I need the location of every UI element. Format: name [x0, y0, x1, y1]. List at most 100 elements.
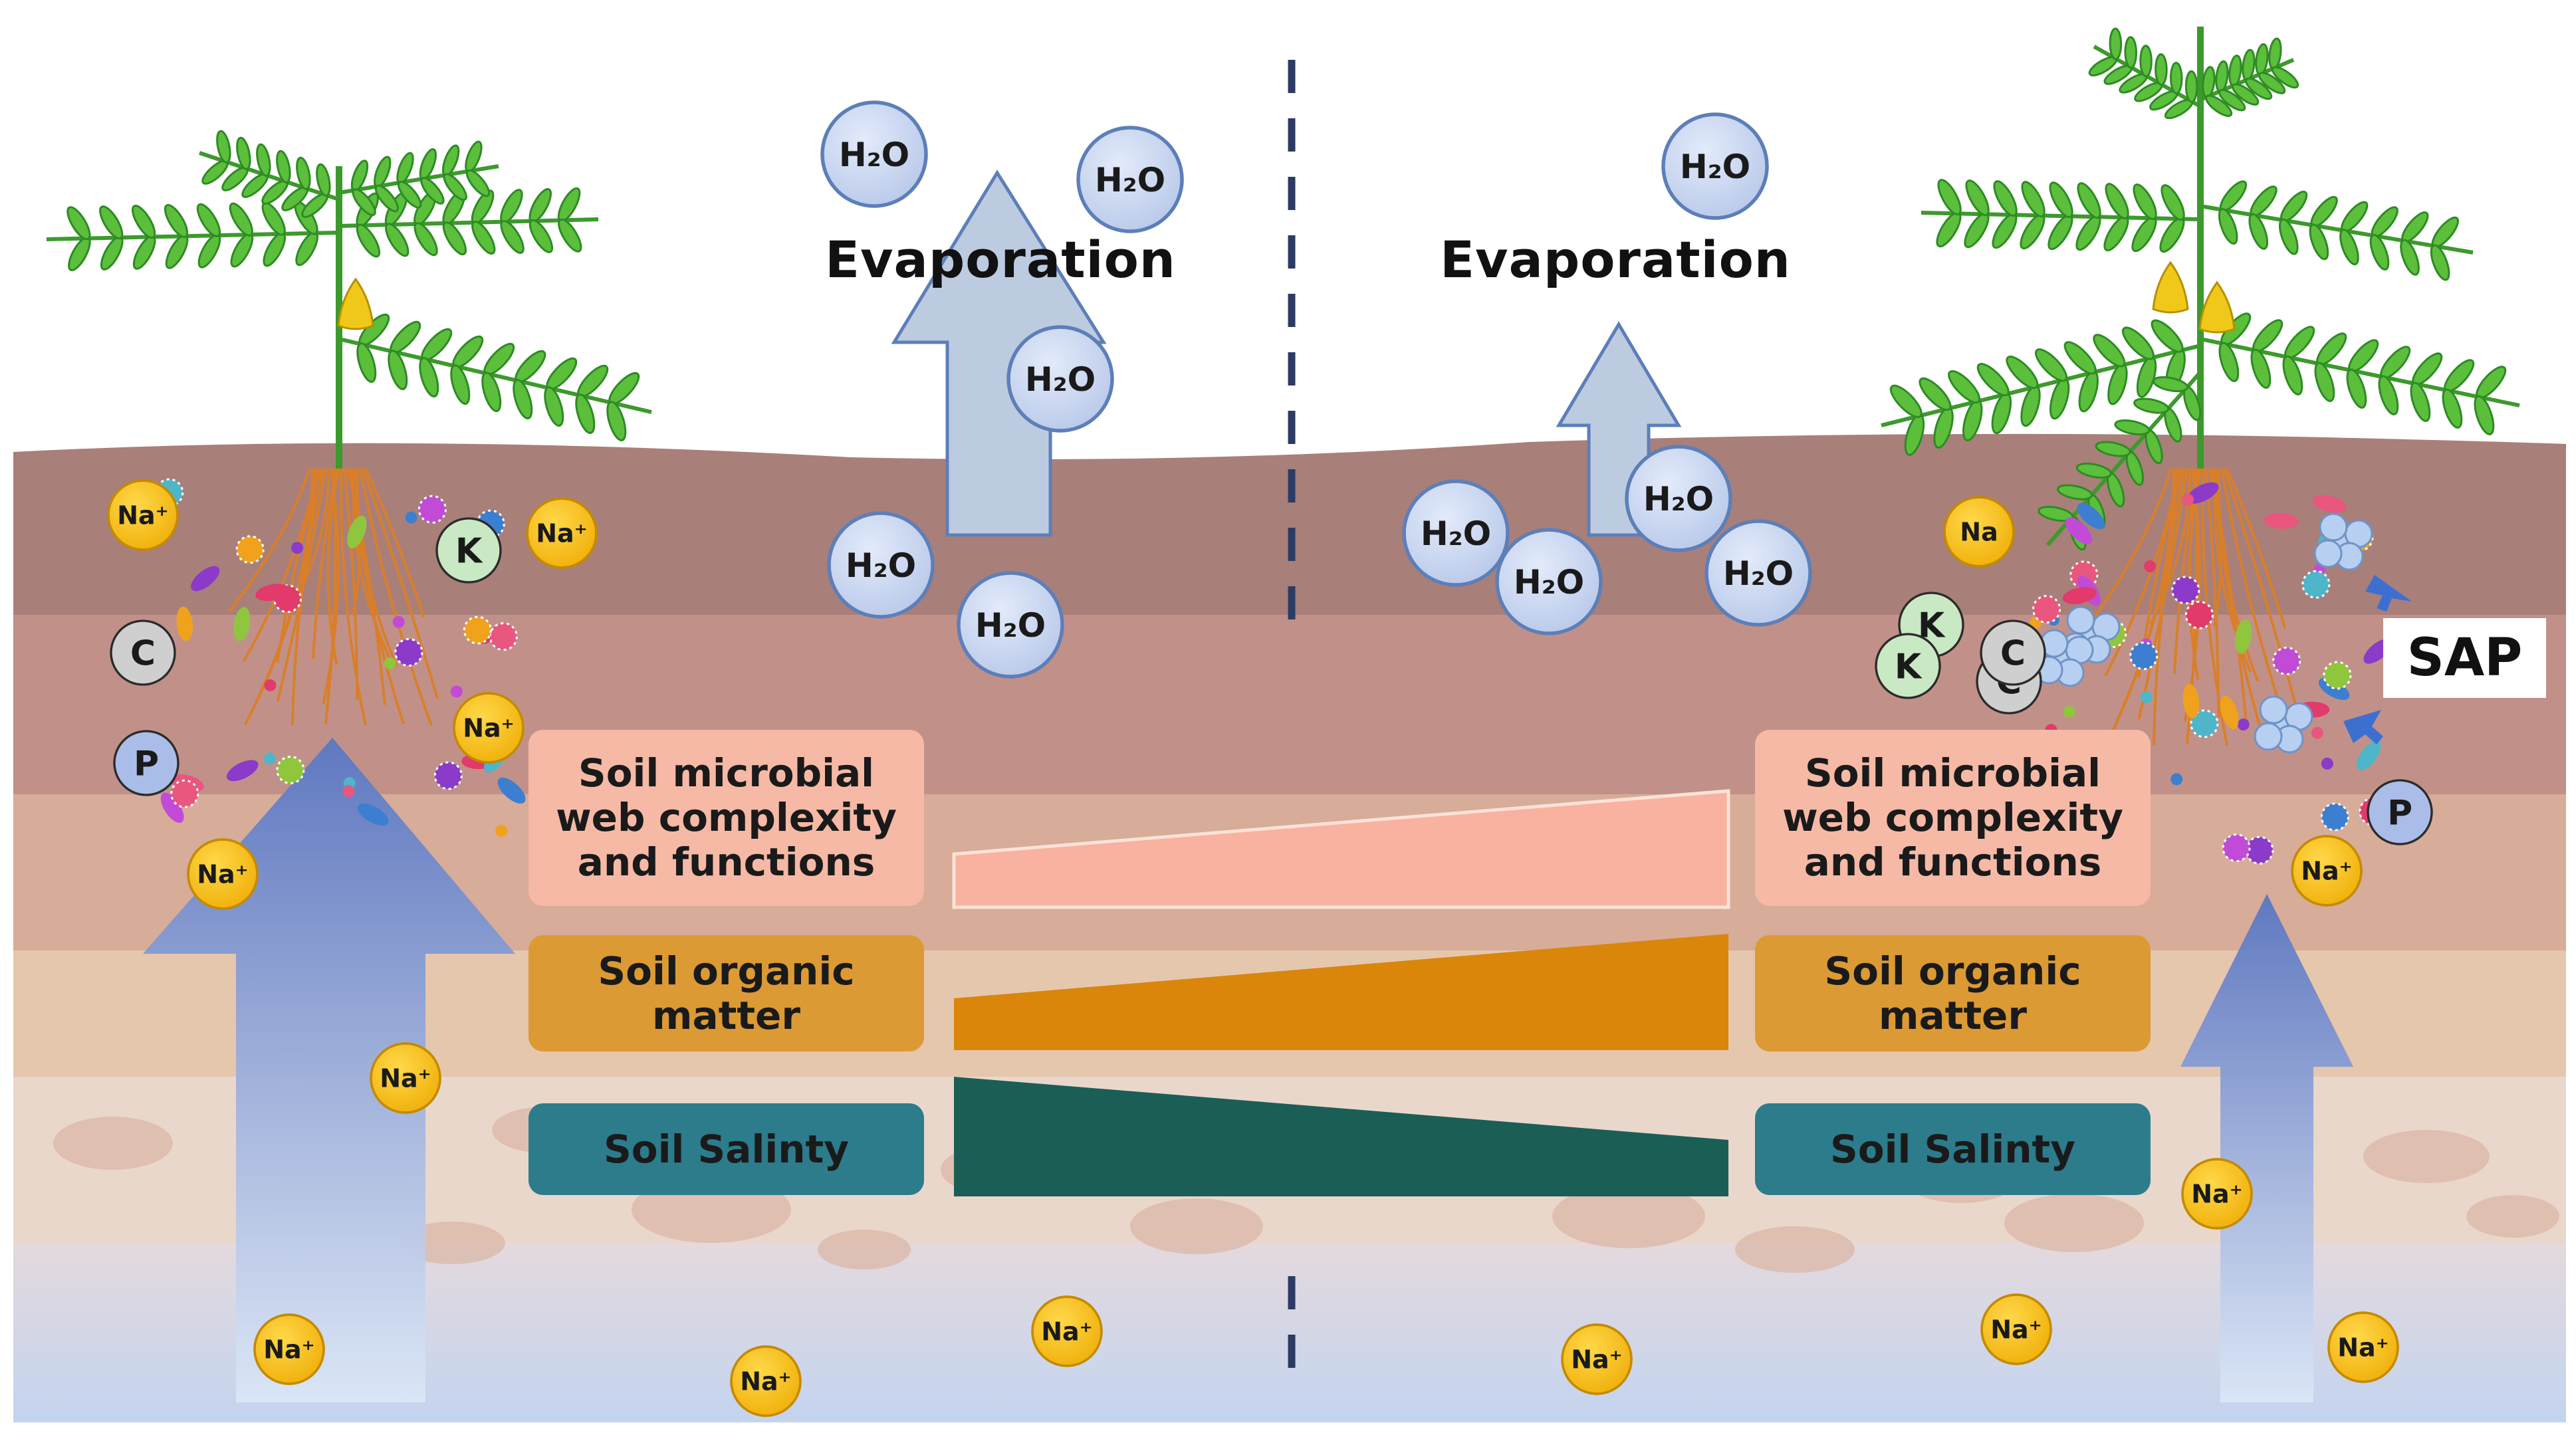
sap-bead [2320, 514, 2347, 540]
leaflet [554, 217, 585, 255]
microbe-icon [393, 616, 405, 628]
water-molecule-icon: H₂O [829, 513, 933, 617]
water-molecule-icon-label: H₂O [975, 606, 1046, 645]
left-organic-box: Soil organic matter [528, 935, 924, 1051]
leaflet [193, 201, 223, 239]
leaflet [2128, 214, 2160, 254]
leaflet [2002, 352, 2042, 392]
microbe-icon [451, 685, 463, 697]
leaflet [1974, 360, 2013, 399]
microbe-icon [264, 679, 276, 691]
leaflet [526, 217, 556, 255]
leaflet [2133, 396, 2170, 415]
microbe-icon [291, 542, 303, 554]
leaflet [382, 221, 412, 259]
leaflet [2186, 71, 2197, 102]
water-molecule-icon-label: H₂O [1680, 148, 1750, 186]
microbe-icon [495, 825, 507, 837]
microbe-icon [2321, 804, 2348, 830]
microbe-icon [2324, 662, 2351, 689]
sodium-ion-icon-label: Na [1960, 518, 1998, 547]
flower [2153, 263, 2188, 312]
leaflet [2119, 324, 2158, 364]
leaflet [2155, 54, 2166, 84]
sodium-ion-icon: Na⁺ [255, 1315, 324, 1384]
microbe-icon [419, 496, 445, 522]
leaflet [1960, 210, 1992, 250]
microbe-icon [2223, 835, 2250, 861]
leaflet [2061, 338, 2100, 378]
leaflet [2125, 37, 2137, 68]
microbe-icon [384, 657, 396, 669]
right-microbial-line-1: Soil microbial [1805, 751, 2101, 796]
microbe-icon [2182, 494, 2194, 506]
water-molecule-icon: H₂O [1627, 447, 1730, 550]
sodium-ion-icon-label: Na⁺ [263, 1335, 315, 1365]
microbe-icon [2303, 571, 2329, 598]
right-organic-box: Soil organic matter [1755, 935, 2151, 1051]
water-molecule-icon-label: H₂O [1723, 554, 1794, 593]
sodium-ion-icon-label: Na⁺ [1041, 1317, 1093, 1347]
leaflet [463, 167, 493, 199]
sodium-ion-icon-label: Na⁺ [1990, 1315, 2042, 1345]
right-microbial-box: Soil microbial web complexity and functi… [1755, 730, 2151, 906]
water-molecule-icon-label: H₂O [839, 136, 909, 174]
leaflet [2141, 46, 2152, 76]
water-molecule-icon: H₂O [822, 102, 926, 206]
sodium-ion-icon: Na⁺ [1032, 1297, 1102, 1366]
leaflet [2156, 215, 2188, 255]
microbe-icon [264, 752, 276, 764]
leaflet [2016, 211, 2048, 251]
water-molecule-icon: H₂O [1078, 128, 1182, 231]
flower [2200, 282, 2234, 332]
water-molecule-icon-label: H₂O [1025, 360, 1096, 399]
leaflet [1944, 367, 1984, 407]
leaflet [2100, 213, 2132, 253]
microbe-icon [2311, 727, 2323, 739]
sodium-ion-icon-label: Na⁺ [197, 860, 249, 889]
microbe-icon [435, 762, 461, 789]
water-molecule-icon: H₂O [1706, 521, 1810, 625]
microbe-icon [2131, 643, 2157, 669]
phosphorus-ion-icon-label: P [134, 744, 159, 784]
sap-bead [2315, 540, 2341, 567]
microbe-icon [2141, 691, 2153, 703]
sodium-ion-icon: Na⁺ [1562, 1325, 1631, 1394]
water-molecule-icon: H₂O [1497, 530, 1601, 633]
sodium-ion-icon-label: Na⁺ [463, 714, 515, 743]
microbe-icon [396, 639, 422, 666]
sodium-ion-icon-label: Na⁺ [2191, 1180, 2243, 1209]
carbon-ion-icon-label: C [2000, 634, 2026, 674]
phosphorus-ion-icon: P [114, 731, 178, 795]
leaflet [2110, 29, 2121, 59]
phosphorus-ion-icon-label: P [2387, 794, 2412, 833]
pebble [1130, 1198, 1263, 1254]
sodium-ion-icon: Na [1944, 497, 2014, 566]
leaflet [2153, 375, 2189, 394]
leaflet [128, 203, 158, 241]
microbe-icon [2063, 706, 2075, 718]
right-microbial-line-2: web complexity [1782, 796, 2123, 840]
sap-label: SAP [2383, 618, 2546, 698]
sodium-ion-icon: Na⁺ [527, 498, 596, 568]
potassium-ion-icon-label: K [455, 532, 483, 572]
water-molecule-icon: H₂O [1008, 327, 1112, 431]
carbon-ion-icon: C [1981, 621, 2045, 685]
sodium-ion-icon: Na⁺ [2182, 1159, 2252, 1228]
pebble [818, 1230, 911, 1269]
left-microbial-line-1: Soil microbial [578, 751, 874, 796]
leaflet [2032, 345, 2071, 385]
sodium-ion-icon: Na⁺ [2329, 1313, 2398, 1382]
leaflet [2147, 316, 2186, 356]
leaflet [2044, 212, 2076, 252]
sodium-ion-icon: Na⁺ [2292, 836, 2361, 905]
microbe-icon [406, 512, 417, 524]
microbe-icon [2144, 560, 2156, 572]
left-organic-line-2: matter [652, 994, 800, 1038]
sodium-ion-icon: Na⁺ [731, 1347, 800, 1416]
right-organic-line-1: Soil organic [1824, 949, 2081, 994]
leaflet [468, 219, 499, 257]
microbe-icon [2170, 773, 2182, 785]
potassium-ion-icon: K [1876, 634, 1940, 698]
